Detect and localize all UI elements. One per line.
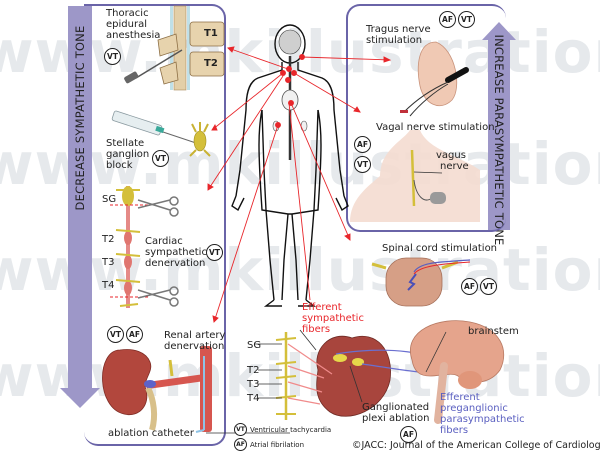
spinal-cord-illustration	[371, 257, 471, 307]
left-panel	[84, 4, 226, 446]
vagal-title: Vagal nerve stimulation	[376, 122, 495, 133]
vt-badge: VT	[354, 156, 371, 173]
chain-label-sg: SG	[102, 194, 117, 205]
af-badge: AF	[400, 426, 417, 443]
af-badge: AF	[354, 136, 371, 153]
legend-vt-text: Ventricular tachycardia	[250, 426, 332, 434]
watermark: www.mkillustrations.com	[0, 236, 600, 304]
leader-lines	[206, 171, 447, 434]
af-badge: AF	[126, 326, 143, 343]
chain-label-t4: T4	[102, 280, 115, 291]
af-badge: AF	[461, 278, 478, 295]
right-panel	[346, 4, 506, 232]
legend-af-text: Atrial fibrilation	[250, 441, 305, 449]
pointer-arrows	[207, 46, 392, 323]
human-body-illustration	[231, 24, 349, 307]
heart-chain-label-t4: T4	[247, 393, 260, 404]
af-badge: AF	[439, 11, 456, 28]
ear-illustration	[400, 41, 469, 117]
vt-badge: VT	[206, 244, 223, 261]
chain-label-t3: T3	[102, 257, 115, 268]
chain-label-t2: T2	[102, 234, 115, 245]
vt-badge: VT	[480, 278, 497, 295]
credit: ©JACC: Journal of the American College o…	[352, 440, 600, 451]
vertebra-label-t1: T1	[204, 28, 218, 39]
heart-chain-label-sg: SG	[247, 340, 262, 351]
vertebra-label-t2: T2	[204, 58, 218, 69]
kidney-illustration	[102, 346, 212, 433]
brain-illustration	[410, 320, 505, 424]
spine-illustration	[124, 5, 225, 91]
heart-chain-label-t2: T2	[247, 365, 260, 376]
heart-chain-label-t3: T3	[247, 379, 260, 390]
scissors-icon	[137, 196, 179, 307]
brain-and-spine	[272, 29, 308, 160]
af-badge: AF	[234, 438, 247, 451]
sympathetic-chain-illustration	[110, 186, 179, 308]
vt-badge: VT	[234, 423, 247, 436]
syringe-illustration	[111, 110, 197, 144]
neck-illustration	[350, 130, 480, 222]
ablation-catheter-label: ablation catheter	[108, 428, 194, 439]
brainstem-label: brainstem	[468, 326, 519, 337]
vt-badge: VT	[152, 150, 169, 167]
vt-badge: VT	[104, 48, 121, 65]
vt-badge: VT	[458, 11, 475, 28]
stellate-ganglion-illustration	[189, 122, 211, 157]
spinal-cord-title: Spinal cord stimulation	[382, 243, 498, 254]
vt-badge: VT	[107, 326, 124, 343]
